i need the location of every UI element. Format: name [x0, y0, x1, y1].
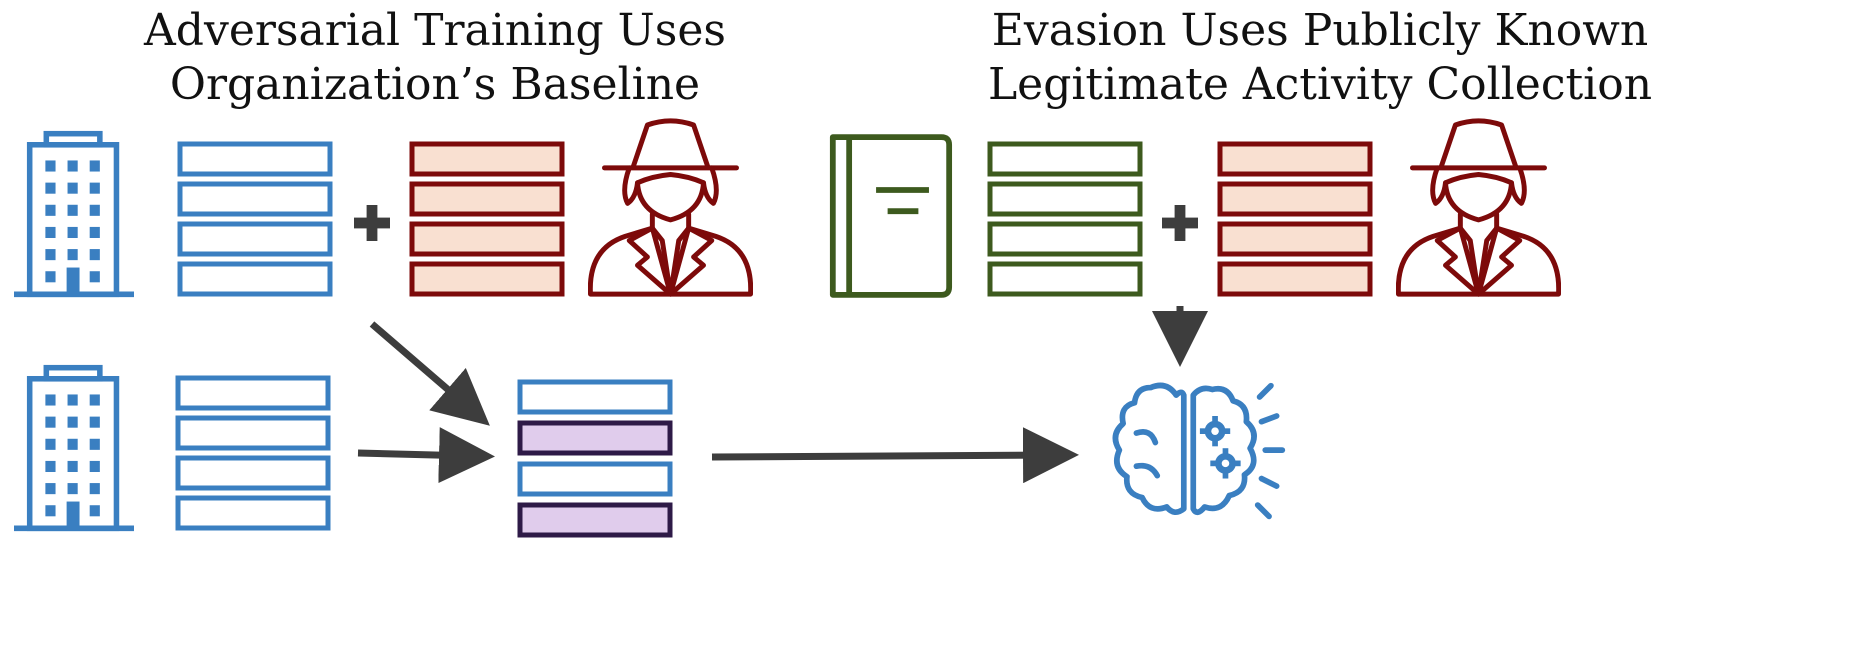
right-title: Evasion Uses Publicly Known Legitimate A… [910, 4, 1730, 112]
brain-gears-icon [1115, 385, 1282, 516]
spy-icon [590, 121, 750, 294]
arrow-icon [369, 321, 490, 426]
legitimate-data-stack [987, 141, 1143, 297]
left-title-line-1: Adversarial Training Uses [144, 5, 726, 56]
right-title-line-2: Legitimate Activity Collection [987, 59, 1653, 110]
left-title: Adversarial Training Uses Organization’s… [50, 4, 820, 112]
baseline-data-stack [175, 375, 331, 531]
combined-training-data-stack [517, 379, 673, 538]
arrow-icon [357, 427, 495, 484]
arrow-icon [711, 427, 1079, 484]
book-icon [833, 137, 949, 295]
building-icon [14, 134, 134, 296]
plus-icon [1162, 205, 1198, 241]
building-icon [14, 368, 134, 530]
plus-icon [354, 205, 390, 241]
right-title-line-1: Evasion Uses Publicly Known [991, 5, 1649, 56]
baseline-data-stack [177, 141, 333, 297]
spy-icon [1398, 121, 1558, 294]
malicious-data-stack [409, 141, 565, 297]
left-title-line-2: Organization’s Baseline [169, 59, 701, 110]
malicious-data-stack [1217, 141, 1373, 297]
